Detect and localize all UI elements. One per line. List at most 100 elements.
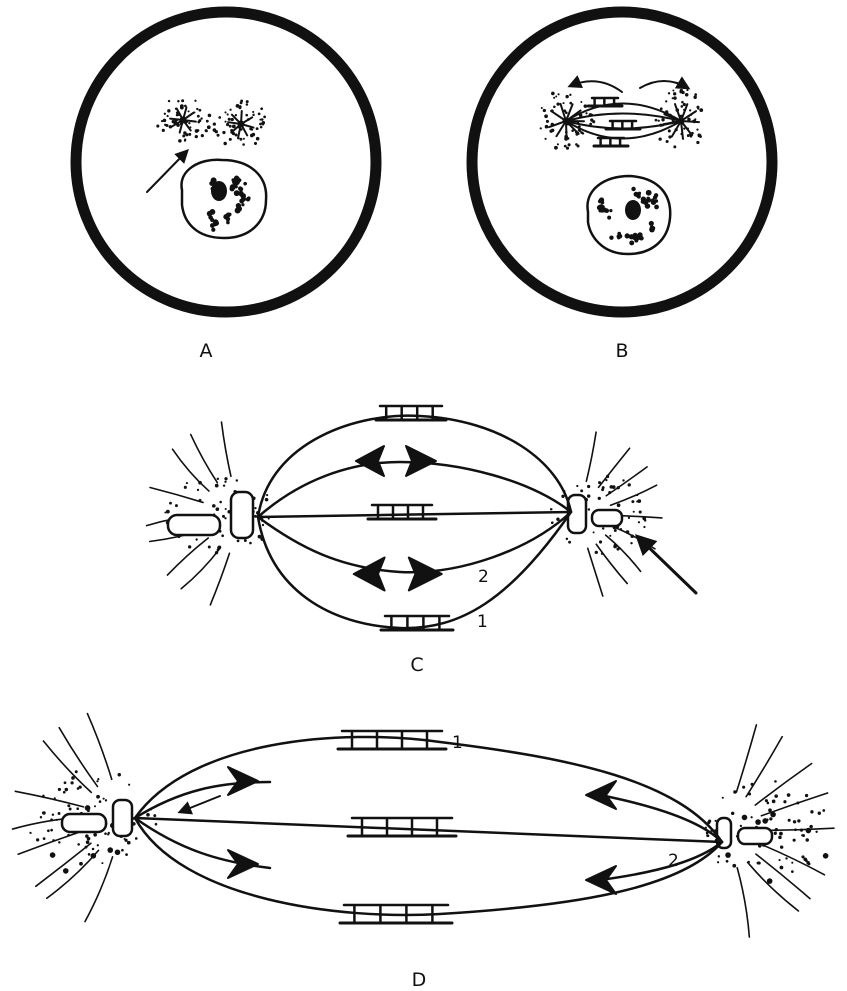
stipple-dot	[196, 108, 198, 110]
stipple-dot	[585, 112, 587, 114]
stipple-dot	[224, 481, 226, 483]
pigment-dot	[725, 852, 731, 858]
stipple-dot	[69, 808, 72, 811]
panel-c-pole-left	[147, 422, 270, 605]
stipple-dot	[223, 484, 225, 486]
stipple-dot	[718, 855, 720, 857]
stipple-dot	[249, 542, 252, 545]
stipple-dot	[643, 526, 645, 528]
stipple-dot	[783, 800, 786, 803]
stipple-dot	[626, 530, 630, 534]
stipple-dot	[155, 823, 158, 826]
panel-c-annotation-1: 1	[477, 612, 488, 632]
stipple-dot	[188, 110, 190, 112]
astral-fiber	[36, 843, 91, 886]
stipple-dot	[815, 831, 817, 833]
chromatin-granule	[213, 219, 219, 225]
stipple-dot	[580, 101, 582, 103]
stipple-dot	[164, 113, 166, 115]
stipple-dot	[598, 481, 601, 484]
panel-c-centriole-horizontal-right	[592, 510, 622, 526]
stipple-dot	[194, 100, 196, 102]
stipple-dot	[809, 825, 812, 828]
stipple-dot	[637, 499, 641, 503]
stipple-dot	[222, 131, 225, 134]
chromatin-granule	[241, 203, 244, 206]
astral-fiber	[87, 714, 111, 780]
pigment-dot	[107, 847, 113, 853]
pigment-dot	[762, 818, 768, 824]
astral-fiber	[588, 548, 603, 596]
chromatin-granule	[226, 217, 231, 222]
stipple-dot	[153, 814, 156, 817]
astral-fiber	[606, 535, 641, 571]
stipple-dot	[218, 545, 222, 549]
stipple-dot	[794, 828, 797, 831]
stipple-dot	[168, 100, 170, 102]
daughter-chromosome	[228, 850, 258, 878]
stipple-dot	[242, 143, 245, 146]
stipple-dot	[693, 95, 696, 98]
stipple-dot	[775, 828, 778, 831]
stipple-dot	[787, 793, 791, 797]
stipple-dot	[96, 795, 100, 799]
stipple-dot	[36, 838, 39, 841]
stipple-dot	[175, 504, 178, 507]
stipple-dot	[607, 476, 609, 478]
stipple-dot	[186, 482, 188, 484]
stipple-dot	[696, 141, 699, 144]
stipple-dot	[614, 544, 616, 546]
stipple-dot	[244, 539, 247, 542]
stipple-dot	[121, 849, 124, 852]
stipple-dot	[565, 111, 568, 114]
chromatin-granule	[599, 207, 605, 213]
stipple-dot	[689, 109, 691, 111]
stipple-dot	[135, 837, 138, 840]
panel-a-centrosome-left	[156, 99, 211, 142]
panel-c-chromosomes	[354, 406, 453, 630]
stipple-dot	[602, 527, 604, 529]
stipple-dot	[92, 848, 95, 851]
stipple-dot	[178, 139, 182, 143]
chromatin-granule	[609, 235, 613, 239]
panel-d-centriole-vertical-left	[113, 800, 132, 836]
pigment-dot	[742, 815, 748, 821]
stipple-dot	[262, 123, 264, 125]
stipple-dot	[128, 784, 130, 786]
stipple-dot	[206, 120, 209, 123]
stipple-dot	[180, 104, 184, 108]
stipple-dot	[146, 813, 150, 817]
stipple-dot	[630, 535, 633, 538]
stipple-dot	[778, 859, 780, 861]
stipple-dot	[239, 105, 242, 108]
astral-fiber	[761, 844, 824, 874]
stipple-dot	[96, 780, 98, 782]
stipple-dot	[172, 120, 175, 123]
stipple-dot	[67, 804, 70, 807]
stipple-dot	[77, 787, 80, 790]
stipple-dot	[797, 819, 800, 822]
panel-c-centriole-horizontal-left	[168, 515, 220, 535]
stipple-dot	[805, 794, 808, 797]
stipple-dot	[774, 780, 777, 783]
stipple-dot	[52, 814, 54, 816]
stipple-dot	[65, 788, 69, 792]
stipple-dot	[707, 834, 710, 837]
stipple-dot	[696, 106, 699, 109]
stipple-dot	[732, 864, 736, 868]
daughter-chromosome	[586, 866, 616, 894]
panel-d-label: D	[412, 969, 427, 991]
panel-d: 1 2 D	[13, 714, 834, 991]
stipple-dot	[785, 857, 787, 859]
stipple-dot	[608, 491, 611, 494]
stipple-dot	[225, 121, 227, 123]
stipple-dot	[265, 498, 269, 502]
chromatin-granule	[211, 228, 215, 232]
stipple-dot	[127, 841, 131, 845]
stipple-dot	[666, 140, 669, 143]
stipple-dot	[545, 125, 549, 129]
stipple-dot	[659, 137, 662, 140]
stipple-dot	[197, 115, 200, 118]
stipple-dot	[266, 494, 268, 496]
stipple-dot	[215, 130, 218, 133]
